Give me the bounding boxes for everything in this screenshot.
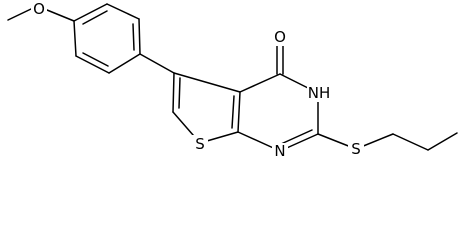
thioether-sulfur-label: S <box>351 140 361 158</box>
ring-nitrogen-atom: N <box>272 142 288 159</box>
ring-nitrogen-label: N <box>274 142 285 159</box>
nh-atom: NH <box>307 84 331 102</box>
bonds <box>7 3 458 152</box>
bond-thiophene-c5-c4-inner <box>178 77 181 109</box>
bond-benzene-inner-3 <box>82 52 109 67</box>
bond-benzene-6 <box>73 20 77 57</box>
nh-label: NH <box>308 84 331 102</box>
methoxy-oxygen-label: O <box>33 0 45 18</box>
bond-benzene-2 <box>106 3 140 20</box>
bond-benzene-3 <box>138 18 141 55</box>
carbonyl-oxygen-label: O <box>274 28 286 46</box>
bond-benzene-inner-2 <box>132 23 135 51</box>
carbonyl-oxygen-atom: O <box>272 28 288 46</box>
bond-thiophene-c7a-c4a-inner <box>231 95 235 129</box>
bond-benzene-4 <box>108 53 141 74</box>
thiophene-sulfur-atom: S <box>192 135 208 153</box>
chemical-structure-diagram: O O NH N S S <box>7 0 458 159</box>
bond-c2-n1-inner <box>280 129 313 145</box>
bond-ch2-ch2 <box>392 133 429 151</box>
bond-o-aryl <box>46 9 75 22</box>
bond-aryl-thiophene <box>139 53 175 74</box>
bond-benzene-inner-1 <box>82 10 108 25</box>
bond-ch2-ch3 <box>427 132 458 151</box>
bond-thiophene-c4a-c5 <box>173 72 241 93</box>
thioether-sulfur-atom: S <box>348 140 364 158</box>
bond-benzene-1 <box>73 3 108 22</box>
bond-thiophene-c5-c4 <box>172 72 175 113</box>
methoxy-oxygen-atom: O <box>31 0 47 19</box>
thiophene-sulfur-label: S <box>195 135 205 153</box>
bond-methyl-o <box>7 8 32 21</box>
bond-c4a-c4 <box>239 73 281 93</box>
bond-thiophene-c7a-c4a <box>237 91 241 133</box>
atom-labels: O O NH N S S <box>31 0 364 159</box>
bond-benzene-5 <box>75 55 110 74</box>
